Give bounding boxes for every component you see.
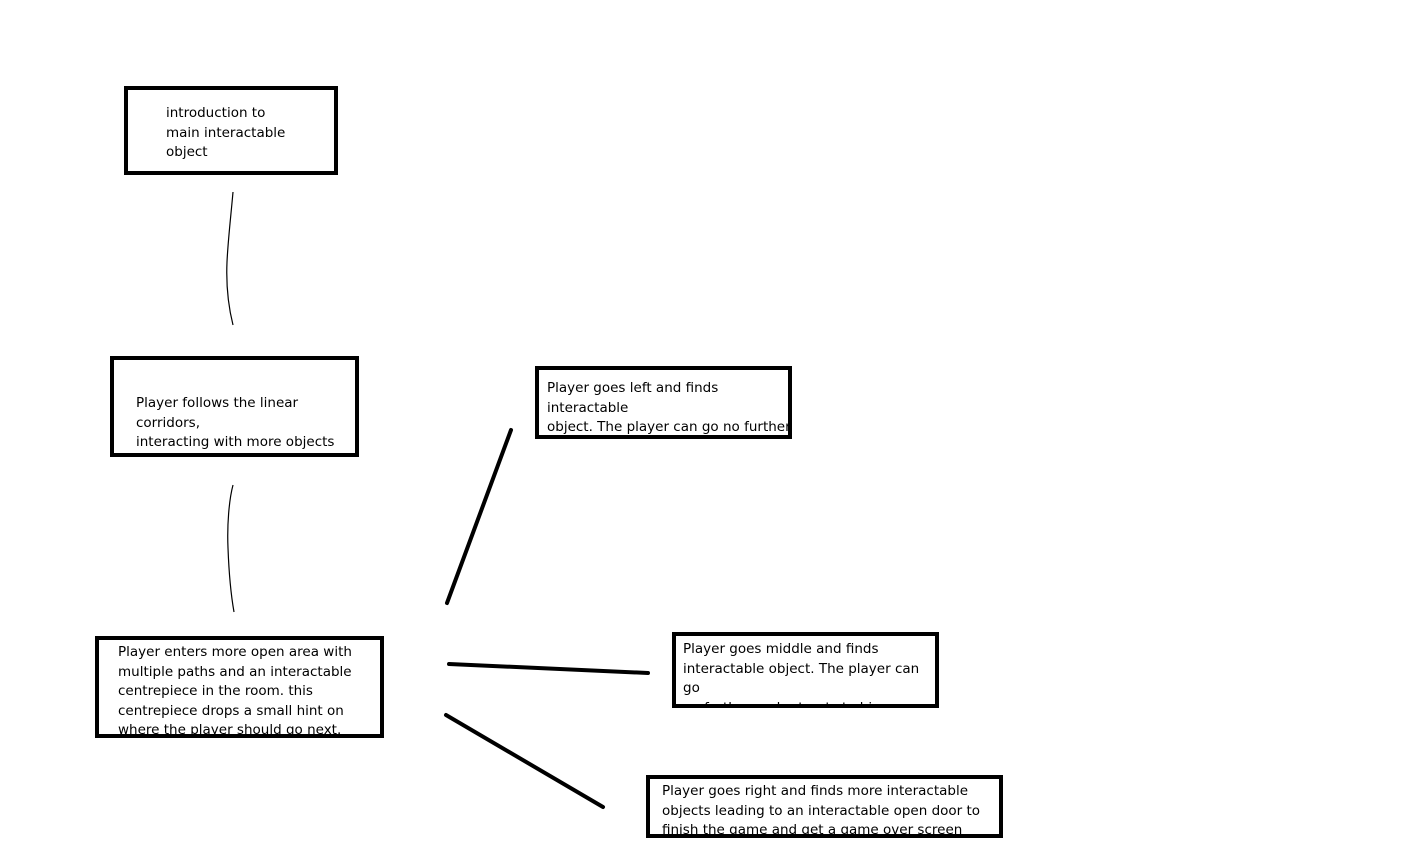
node-open-area: Player enters more open area with multip… bbox=[95, 636, 384, 738]
connector-open-area-to-middle bbox=[447, 662, 650, 675]
connector-corridors-to-open-area bbox=[227, 484, 235, 613]
node-middle-path-text: Player goes middle and finds interactabl… bbox=[683, 641, 938, 708]
node-linear-corridors-text: Player follows the linear corridors, int… bbox=[136, 395, 335, 451]
node-middle-path: Player goes middle and finds interactabl… bbox=[672, 632, 939, 708]
node-left-path-text: Player goes left and finds interactable … bbox=[547, 380, 791, 436]
connector-open-area-to-left bbox=[445, 428, 513, 605]
node-right-path-text: Player goes right and finds more interac… bbox=[662, 783, 981, 838]
node-left-path: Player goes left and finds interactable … bbox=[535, 366, 792, 439]
node-open-area-text: Player enters more open area with multip… bbox=[118, 644, 352, 738]
node-introduction-text: introduction to main interactable object bbox=[166, 105, 286, 161]
connector-intro-to-corridors bbox=[226, 191, 234, 326]
node-introduction: introduction to main interactable object bbox=[124, 86, 338, 175]
node-linear-corridors: Player follows the linear corridors, int… bbox=[110, 356, 359, 457]
connector-open-area-to-right bbox=[444, 713, 605, 809]
node-right-path: Player goes right and finds more interac… bbox=[646, 775, 1003, 838]
